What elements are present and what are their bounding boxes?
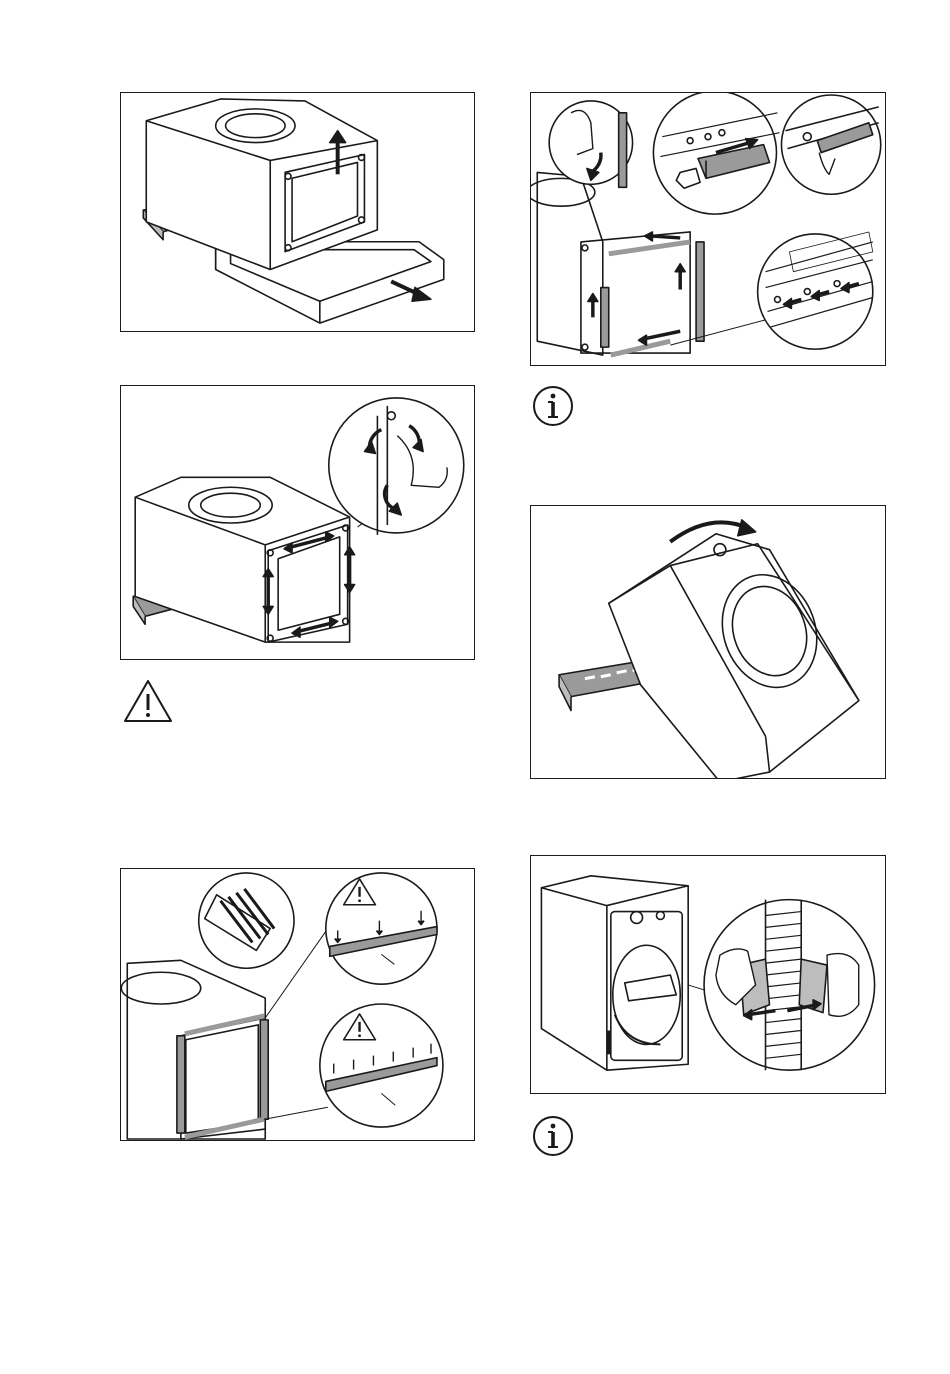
remove-rear-panel-figure [120,385,475,660]
info-circle-icon [531,384,575,428]
install-strips-figure [530,92,886,366]
tilt-washer-figure [530,505,886,779]
warning-triangle-icon [122,678,174,724]
remove-base-figure [120,92,475,332]
info-circle-icon [531,1114,575,1158]
seal-strips-figure [120,868,475,1141]
hose-clip-figure [530,855,886,1094]
strip-insertion-detail-icon [531,93,885,365]
washer-lifted-off-base-icon [121,93,474,331]
seal-strips-warning-icon [121,869,474,1140]
washer-tilted-forward-icon [531,506,885,778]
washer-rear-frame-screws-icon [121,386,474,659]
hose-clip-detail-icon [531,856,885,1093]
